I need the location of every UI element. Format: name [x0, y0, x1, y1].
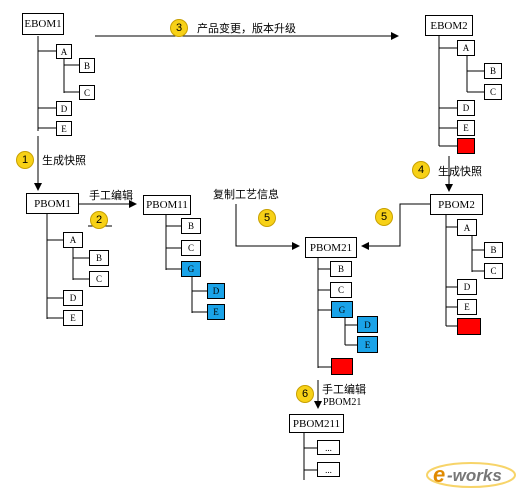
pbom21-item-f-changed: F: [331, 358, 353, 375]
pbom2-item-e: E: [457, 299, 477, 315]
pbom2-root: PBOM2: [430, 194, 483, 215]
ebom1-item-b: B: [79, 58, 95, 73]
pbom11-item-g-added: G: [181, 261, 201, 277]
pbom11-item-b: B: [181, 218, 201, 234]
pbom21-item-g-added: G: [331, 301, 353, 318]
ebom2-item-b: B: [484, 63, 502, 79]
ebom2-item-e: E: [457, 120, 475, 136]
eworks-logo: e -works: [426, 462, 516, 488]
pbom2-item-f-changed: F: [457, 318, 481, 335]
pbom1-item-a: A: [63, 232, 83, 248]
step-badge-5-right: 5: [375, 208, 393, 226]
ebom2-item-c: C: [484, 84, 502, 100]
pbom21-item-b: B: [330, 261, 352, 277]
label-manual-edit-bottom: 手工编辑: [322, 383, 366, 396]
step-badge-5-left: 5: [258, 209, 276, 227]
step-badge-2: 2: [90, 211, 108, 229]
pbom2-item-b: B: [484, 242, 503, 258]
pbom2-item-c: C: [484, 263, 503, 279]
svg-text:-works: -works: [447, 466, 502, 485]
pbom11-item-d-added: D: [207, 283, 225, 299]
step-badge-1: 1: [16, 151, 34, 169]
pbom21-item-c: C: [330, 282, 352, 298]
pbom1-item-b: B: [89, 250, 109, 266]
pbom11-item-c: C: [181, 240, 201, 256]
pbom211-root: PBOM211: [289, 414, 344, 433]
ebom1-root: EBOM1: [22, 13, 64, 35]
pbom211-item-ellipsis-2: ...: [317, 462, 340, 477]
ebom1-item-e: E: [56, 121, 72, 136]
pbom1-item-c: C: [89, 271, 109, 287]
svg-text:e: e: [433, 462, 445, 487]
pbom2-item-a: A: [457, 219, 477, 236]
pbom21-root: PBOM21: [305, 237, 357, 258]
label-manual-edit-top: 手工编辑: [89, 189, 133, 202]
step-badge-4: 4: [412, 161, 430, 179]
ebom2-item-a: A: [457, 40, 475, 56]
label-product-change: 产品变更，版本升级: [197, 22, 296, 35]
label-copy-process-info: 复制工艺信息: [213, 188, 279, 201]
pbom11-root: PBOM11: [143, 195, 191, 215]
ebom1-item-a: A: [56, 44, 72, 59]
ebom2-item-d: D: [457, 100, 475, 116]
pbom1-item-e: E: [63, 310, 83, 326]
pbom211-item-ellipsis-1: ...: [317, 440, 340, 455]
label-generate-snapshot-right: 生成快照: [438, 165, 482, 178]
pbom2-item-d: D: [457, 279, 477, 295]
ebom2-item-f-changed: F: [457, 138, 475, 154]
pbom11-item-e-added: E: [207, 304, 225, 320]
step-badge-3: 3: [170, 19, 188, 37]
label-generate-snapshot-left: 生成快照: [42, 154, 86, 167]
pbom1-item-d: D: [63, 290, 83, 306]
pbom1-root: PBOM1: [26, 193, 79, 214]
label-manual-edit-bottom-sub: PBOM21: [323, 397, 362, 408]
pbom21-item-e-added: E: [357, 336, 378, 353]
step-badge-6: 6: [296, 385, 314, 403]
ebom1-item-d: D: [56, 101, 72, 116]
ebom1-item-c: C: [79, 85, 95, 100]
pbom21-item-d-added: D: [357, 316, 378, 333]
ebom2-root: EBOM2: [425, 15, 473, 36]
